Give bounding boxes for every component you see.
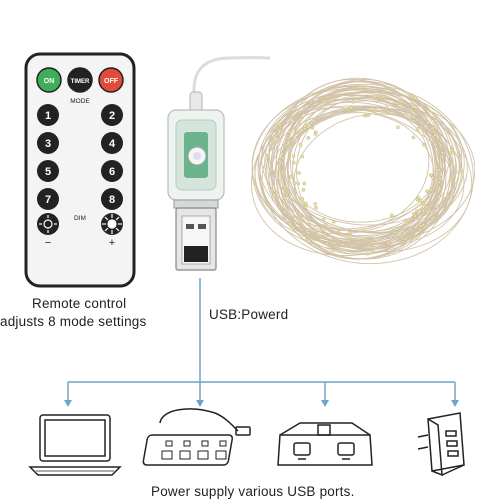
svg-text:3: 3: [45, 138, 51, 150]
dim-label: DIM: [74, 215, 86, 222]
cable: [192, 56, 270, 101]
svg-text:4: 4: [109, 138, 116, 150]
remote-caption-line2: adjusts 8 mode settings: [0, 314, 147, 329]
mode-button-6[interactable]: 6: [101, 160, 123, 182]
mode-button-1[interactable]: 1: [37, 104, 59, 126]
laptop-icon: [28, 414, 122, 476]
cable-strain-relief: [189, 91, 203, 113]
power-socket-icon: [277, 422, 373, 466]
svg-text:ON: ON: [44, 78, 55, 85]
usb-powered-label: USB:Powerd: [209, 307, 289, 322]
on-button[interactable]: ON: [36, 67, 62, 93]
mode-button-2[interactable]: 2: [101, 104, 123, 126]
usb-hub-icon: [142, 408, 251, 466]
svg-text:2: 2: [109, 110, 115, 122]
svg-text:8: 8: [109, 194, 115, 206]
timer-button[interactable]: TIMER: [67, 67, 93, 93]
mode-button-5[interactable]: 5: [37, 160, 59, 182]
mode-label: MODE: [70, 98, 90, 105]
led-string-coil-image: [251, 77, 475, 265]
svg-text:OFF: OFF: [104, 78, 119, 85]
mode-button-4[interactable]: 4: [101, 132, 123, 154]
off-button[interactable]: OFF: [98, 67, 124, 93]
dim-plus-label: +: [109, 237, 115, 249]
usb-plug-controller-image: [167, 56, 270, 271]
device-icons-row: [28, 408, 465, 477]
svg-text:7: 7: [45, 194, 51, 206]
dim-down-button[interactable]: [37, 213, 59, 235]
mode-button-7[interactable]: 7: [37, 188, 59, 210]
remote-caption-line1: Remote control: [32, 296, 127, 311]
power-supply-caption: Power supply various USB ports.: [151, 484, 355, 499]
dim-minus-label: −: [45, 237, 51, 249]
dim-up-button[interactable]: [101, 213, 123, 235]
remote-control-image: ON TIMER OFF MODE 1 2 3 4 5 6 7 8 DIM − +: [24, 52, 136, 288]
svg-text:TIMER: TIMER: [71, 79, 90, 85]
usb-wall-charger-icon: [417, 412, 465, 477]
svg-text:6: 6: [109, 166, 115, 178]
mode-button-8[interactable]: 8: [101, 188, 123, 210]
svg-text:5: 5: [45, 166, 51, 178]
svg-text:1: 1: [45, 110, 51, 122]
mode-button-3[interactable]: 3: [37, 132, 59, 154]
